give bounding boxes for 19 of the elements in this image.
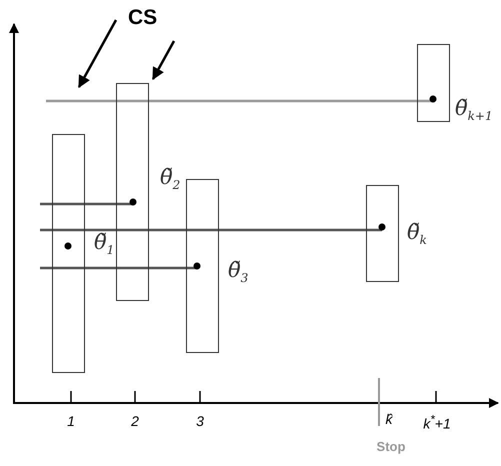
callout-label: CS bbox=[128, 6, 172, 34]
estimate-label: θ̃$_{2}$ bbox=[160, 167, 180, 192]
leader-arrow bbox=[152, 40, 176, 80]
interval-box bbox=[116, 83, 149, 301]
tick-label: 1 bbox=[67, 414, 75, 428]
interval-box bbox=[186, 179, 219, 353]
estimate-label: θ̃$_{k}$ bbox=[407, 222, 427, 246]
interval-box bbox=[52, 134, 85, 373]
tick-label: k$^{*}$+1 bbox=[423, 414, 451, 431]
estimate-label: θ̃$_{k+1}$ bbox=[455, 98, 493, 122]
tick-label: 2 bbox=[131, 414, 139, 428]
tick-label: 3 bbox=[196, 414, 204, 428]
stop-label: Stop bbox=[376, 440, 406, 453]
leader-arrow bbox=[78, 19, 118, 88]
interval-box bbox=[417, 44, 450, 122]
estimate-label: θ̃$_{3}$ bbox=[228, 260, 248, 284]
estimate-label: θ̃$_{1}$ bbox=[94, 232, 114, 256]
tick-label: k̂ bbox=[386, 412, 392, 426]
interval-box bbox=[366, 185, 399, 282]
